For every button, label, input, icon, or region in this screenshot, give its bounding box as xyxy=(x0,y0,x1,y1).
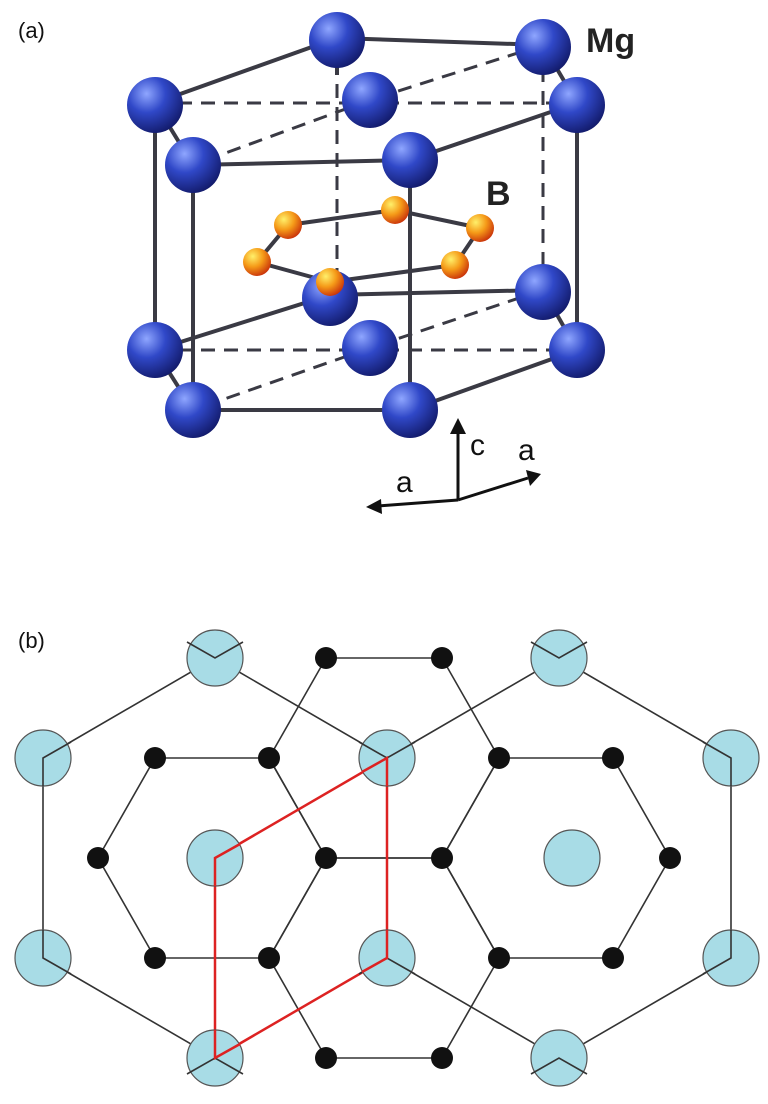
boron-atom xyxy=(381,196,409,224)
boron-atom-2d xyxy=(144,747,166,769)
boron-atom-2d xyxy=(488,947,510,969)
axes-indicator xyxy=(366,418,541,514)
mg-label: Mg xyxy=(586,22,635,60)
mg-atom xyxy=(549,77,605,133)
mg-atom xyxy=(549,322,605,378)
boron-atom-2d xyxy=(602,747,624,769)
mg-atom xyxy=(342,72,398,128)
boron-atom-2d xyxy=(431,847,453,869)
honeycomb-lattice-2d xyxy=(14,629,760,1087)
boron-atom xyxy=(441,251,469,279)
boron-atom-2d xyxy=(488,747,510,769)
mg-atom-2d xyxy=(543,829,601,887)
mg-atom xyxy=(127,322,183,378)
mg-atom xyxy=(127,77,183,133)
panel-b-label: (b) xyxy=(18,628,45,653)
boron-atom-2d xyxy=(315,847,337,869)
mg-atom xyxy=(302,270,358,326)
boron-atom-2d xyxy=(144,947,166,969)
boron-atom-2d xyxy=(431,1047,453,1069)
panel-a-label: (a) xyxy=(18,18,45,43)
boron-atom-2d xyxy=(659,847,681,869)
boron-atom-2d xyxy=(431,647,453,669)
unit-cell-overlay xyxy=(213,755,389,1061)
mg-atom xyxy=(342,320,398,376)
boron-atom-2d xyxy=(258,947,280,969)
magnesium-atoms xyxy=(127,12,605,438)
b-label: B xyxy=(486,175,511,213)
axis-a-left-label: a xyxy=(396,466,413,499)
axis-c-label: c xyxy=(470,429,485,462)
boron-atom-2d xyxy=(258,747,280,769)
boron-atom-2d xyxy=(87,847,109,869)
mg-atom xyxy=(515,19,571,75)
boron-atom xyxy=(466,214,494,242)
mg-atom xyxy=(515,264,571,320)
unit-cell-3d: Mg B c a a xyxy=(127,12,635,514)
mg-atom xyxy=(382,132,438,188)
axis-a-right-label: a xyxy=(518,434,535,467)
mg-atom xyxy=(309,12,365,68)
boron-atom xyxy=(274,211,302,239)
boron-atoms xyxy=(243,196,494,279)
mg-atom xyxy=(165,137,221,193)
boron-atom-2d xyxy=(315,1047,337,1069)
boron-atom xyxy=(316,268,344,296)
boron-atom xyxy=(243,248,271,276)
mg-atom xyxy=(382,382,438,438)
boron-atoms-2d xyxy=(87,647,681,1069)
boron-atom-2d xyxy=(602,947,624,969)
mg-atom xyxy=(165,382,221,438)
boron-atom-2d xyxy=(315,647,337,669)
